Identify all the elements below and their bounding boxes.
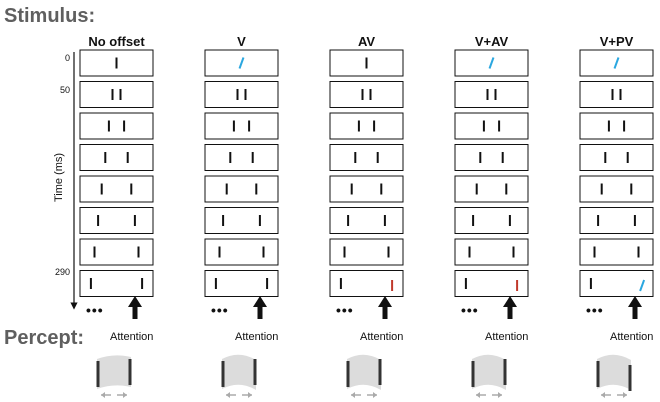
stimulus-frame xyxy=(204,270,279,297)
percept-v xyxy=(221,354,257,390)
left-right-arrow-icon xyxy=(351,392,377,398)
percept-v-plus-av xyxy=(471,354,507,390)
stimulus-frame xyxy=(79,207,154,234)
ellipsis-v: ••• xyxy=(211,302,229,318)
percept-v-plus-pv xyxy=(596,354,632,391)
stimulus-frame xyxy=(79,81,154,108)
left-right-arrow-icon xyxy=(101,392,127,398)
stimulus-frame xyxy=(329,270,404,297)
stimulus-frame xyxy=(454,49,529,77)
stimulus-bar xyxy=(613,57,620,69)
stimulus-frame xyxy=(579,238,654,266)
attention-label-no-offset: Attention xyxy=(110,331,154,343)
stimulus-frame xyxy=(79,238,154,266)
stimulus-frame xyxy=(204,112,279,140)
stimulus-frame xyxy=(79,144,154,171)
ellipsis-no-offset: ••• xyxy=(86,302,104,318)
stimulus-frame xyxy=(579,270,654,297)
stimulus-frame xyxy=(579,49,654,77)
stimulus-frame xyxy=(579,144,654,171)
time-tick-290: 290 xyxy=(54,267,70,277)
stimulus-frame xyxy=(329,49,404,77)
stimulus-frame xyxy=(79,175,154,203)
ellipsis-v-plus-av: ••• xyxy=(461,302,479,318)
up-arrow-icon xyxy=(503,296,517,319)
left-right-arrow-icon xyxy=(601,392,627,398)
time-tick-50: 50 xyxy=(59,85,70,95)
stimulus-frame xyxy=(454,144,529,171)
ellipsis-v-plus-pv: ••• xyxy=(586,302,604,318)
stimulus-frame xyxy=(454,175,529,203)
ellipsis-av: ••• xyxy=(336,302,354,318)
stimulus-frame xyxy=(579,81,654,108)
attention-label-v: Attention xyxy=(235,331,279,343)
time-tick-0: 0 xyxy=(64,53,70,63)
left-right-arrow-icon xyxy=(476,392,502,398)
up-arrow-icon xyxy=(628,296,642,319)
stimulus-frame xyxy=(204,81,279,108)
stimulus-frame xyxy=(204,207,279,234)
percept-heading: Percept: xyxy=(4,327,85,349)
stimulus-frame xyxy=(454,81,529,108)
stimulus-bar xyxy=(488,57,495,69)
stimulus-frame xyxy=(79,112,154,140)
stimulus-frame xyxy=(579,207,654,234)
stimulus-frame xyxy=(579,175,654,203)
stimulus-frame xyxy=(454,112,529,140)
up-arrow-icon xyxy=(253,296,267,319)
up-arrow-icon xyxy=(378,296,392,319)
stimulus-frame xyxy=(204,238,279,266)
column-title-v-plus-pv: V+PV xyxy=(599,34,634,49)
stimulus-frame xyxy=(79,49,154,77)
stimulus-frame xyxy=(454,238,529,266)
stimulus-heading: Stimulus: xyxy=(4,5,96,27)
stimulus-frame xyxy=(329,175,404,203)
percept-no-offset xyxy=(96,355,132,389)
percept-av xyxy=(346,354,382,390)
column-title-av: AV xyxy=(357,34,376,49)
stimulus-frame xyxy=(329,238,404,266)
column-title-v: V xyxy=(237,34,246,49)
stimulus-frame xyxy=(204,49,279,77)
stimulus-frame xyxy=(204,175,279,203)
stimulus-frame xyxy=(79,270,154,297)
stimulus-frame xyxy=(329,144,404,171)
attention-label-av: Attention xyxy=(360,331,404,343)
left-right-arrow-icon xyxy=(226,392,252,398)
attention-label-v-plus-pv: Attention xyxy=(610,331,654,343)
attention-label-v-plus-av: Attention xyxy=(485,331,529,343)
stimulus-frame xyxy=(204,144,279,171)
stimulus-frame xyxy=(329,112,404,140)
stimulus-frame xyxy=(579,112,654,140)
stimulus-frame xyxy=(329,81,404,108)
stimulus-frame xyxy=(454,207,529,234)
stimulus-frame xyxy=(329,207,404,234)
stimulus-bar-right xyxy=(639,279,646,292)
stimulus-bar xyxy=(238,57,245,69)
stimulus-frame xyxy=(454,270,529,297)
column-title-v-plus-av: V+AV xyxy=(474,34,509,49)
up-arrow-icon xyxy=(128,296,142,319)
column-title-no-offset: No offset xyxy=(88,34,145,49)
